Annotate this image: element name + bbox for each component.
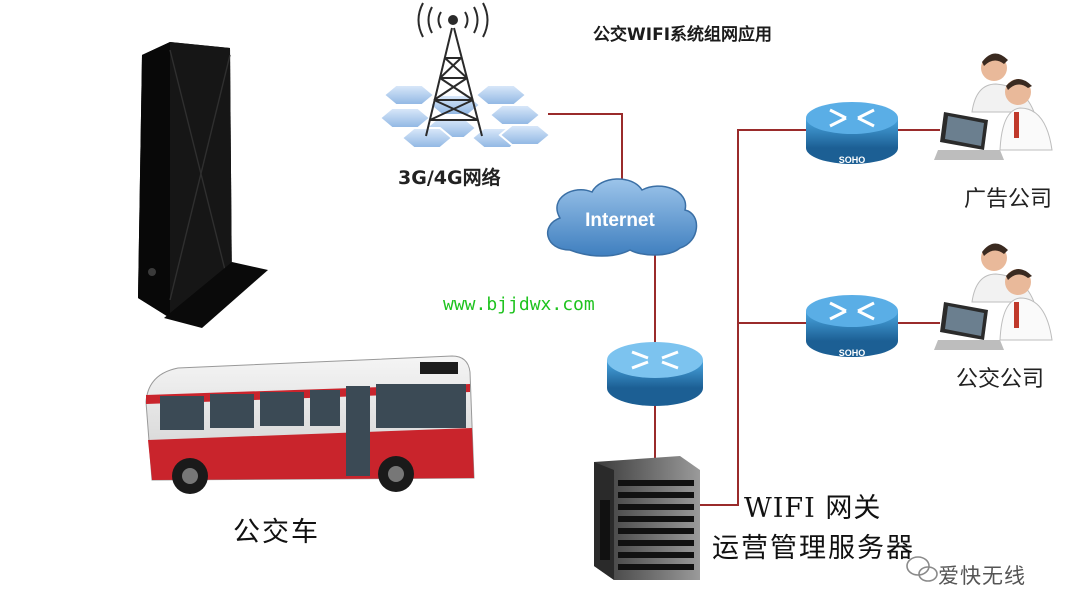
internet-cloud-icon	[546, 178, 698, 257]
link-tower-internet	[548, 113, 623, 188]
wechat-logo-icon	[906, 556, 938, 582]
connection-lines	[548, 113, 940, 506]
gateway-label-line1: WIFI 网关	[744, 493, 882, 524]
bus-label: 公交车	[233, 517, 320, 548]
soho-badge-1: SOHO	[839, 155, 866, 165]
bus-image	[145, 355, 475, 494]
diagram-title: 公交WIFI系统组网应用	[593, 25, 773, 45]
soho-router-1-icon	[806, 102, 898, 164]
gateway-server-image	[594, 456, 700, 580]
soho-badge-2: SOHO	[839, 348, 866, 358]
wifi-device-image	[138, 42, 268, 328]
network-label: 3G/4G网络	[398, 167, 501, 189]
ad-company-label: 广告公司	[964, 187, 1053, 212]
office-workers-bus-company-icon	[934, 243, 1053, 350]
gateway-label-line2: 运营管理服务器	[712, 533, 915, 564]
office-workers-ad-icon	[934, 53, 1053, 160]
cloud-label: Internet	[585, 210, 655, 231]
watermark-text: 爱快无线	[938, 564, 1026, 588]
website-link[interactable]: www.bjjdwx.com	[443, 294, 595, 315]
soho-router-2-icon	[806, 295, 898, 357]
cell-tower-icon	[417, 2, 489, 137]
core-router-icon	[607, 342, 703, 406]
bus-company-label: 公交公司	[956, 367, 1045, 392]
link-server-bus	[700, 129, 806, 506]
